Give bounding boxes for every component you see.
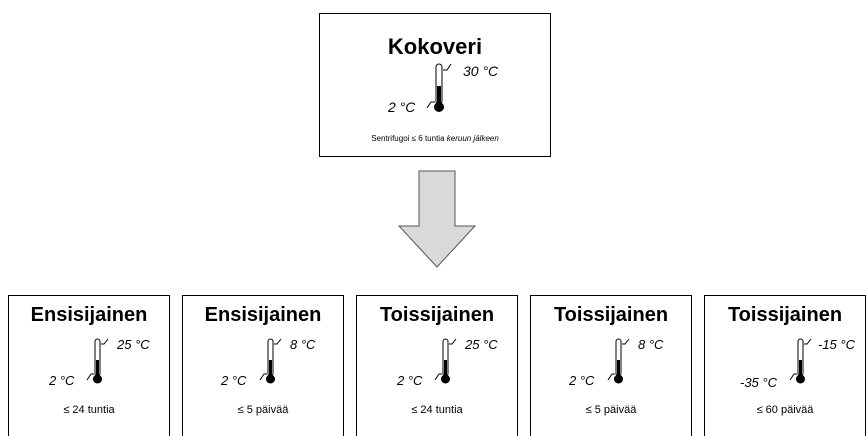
storage-box-title: Toissijainen xyxy=(553,304,669,326)
storage-duration: ≤ 5 päivää xyxy=(237,404,289,416)
max-temperature-label: 25 °C xyxy=(465,337,498,352)
min-temperature-label: 2 °C xyxy=(49,373,75,388)
whole-blood-box: Kokoveri 30 °C 2 °C Sentrifugoi ≤ 6 tunt… xyxy=(319,13,551,157)
max-temperature-label: 8 °C xyxy=(638,337,664,352)
thermometer-icon xyxy=(434,338,457,384)
min-temperature-label: 2 °C xyxy=(569,373,595,388)
storage-box-title: Ensisijainen xyxy=(30,304,148,326)
thermometer-icon xyxy=(426,63,452,112)
max-temperature-label: -15 °C xyxy=(818,337,855,352)
centrifuge-note-italic: keruun jälkeen xyxy=(446,134,499,143)
storage-box-3: Toissijainen 25 °C 2 °C ≤ 24 tuntia xyxy=(356,295,518,436)
centrifuge-note: Sentrifugoi ≤ 6 tuntia keruun jälkeen xyxy=(320,134,550,143)
storage-box-title: Toissijainen xyxy=(379,304,495,326)
thermometer-icon xyxy=(259,338,282,384)
thermometer-icon xyxy=(86,338,109,384)
thermometer-icon xyxy=(789,338,812,384)
min-temperature-label: -35 °C xyxy=(740,375,777,390)
storage-duration: ≤ 5 päivää xyxy=(585,404,637,416)
max-temperature-label: 30 °C xyxy=(463,63,499,79)
min-temperature-label: 2 °C xyxy=(221,373,247,388)
down-arrow-shape xyxy=(398,170,476,268)
min-temperature-label: 2 °C xyxy=(397,373,423,388)
whole-blood-title: Kokoveri xyxy=(387,34,483,59)
centrifuge-note-text: Sentrifugoi ≤ 6 tuntia xyxy=(371,134,445,143)
storage-duration: ≤ 60 päivää xyxy=(756,404,814,416)
storage-box-1: Ensisijainen 25 °C 2 °C ≤ 24 tuntia xyxy=(8,295,170,436)
thermometer-icon xyxy=(607,338,630,384)
max-temperature-label: 8 °C xyxy=(290,337,316,352)
storage-duration: ≤ 24 tuntia xyxy=(411,404,463,416)
storage-box-5: Toissijainen -15 °C -35 °C ≤ 60 päivää xyxy=(704,295,866,436)
max-temperature-label: 25 °C xyxy=(117,337,150,352)
storage-box-2: Ensisijainen 8 °C 2 °C ≤ 5 päivää xyxy=(182,295,344,436)
storage-duration: ≤ 24 tuntia xyxy=(63,404,115,416)
storage-box-4: Toissijainen 8 °C 2 °C ≤ 5 päivää xyxy=(530,295,692,436)
storage-box-title: Ensisijainen xyxy=(204,304,322,326)
down-arrow-icon xyxy=(398,170,476,268)
min-temperature-label: 2 °C xyxy=(388,99,416,115)
storage-box-title: Toissijainen xyxy=(727,304,843,326)
